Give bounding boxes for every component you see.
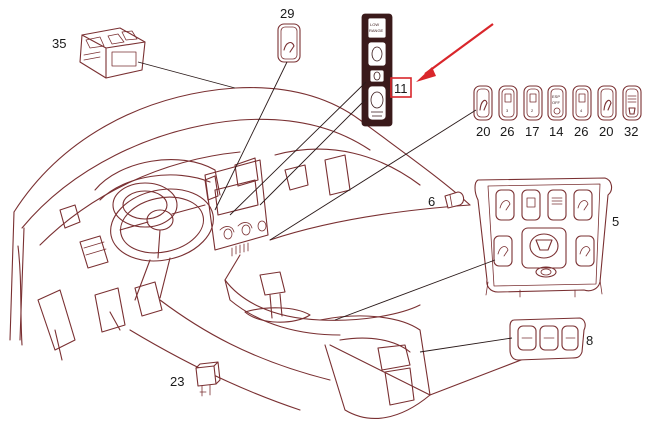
callout-11: 11 [394, 81, 408, 96]
dashboard-illustration [9, 87, 561, 419]
part-29-switch: 29 [277, 6, 301, 63]
switch-row-number: 26 [500, 124, 514, 139]
svg-text:RANGE: RANGE [369, 28, 384, 33]
callout-11-highlight-box [390, 77, 412, 98]
switch-row-number: 32 [624, 124, 638, 139]
part-23-relay: 23 [170, 361, 221, 397]
svg-text:LOW: LOW [370, 22, 379, 27]
switch-row-number: 17 [525, 124, 539, 139]
callout-8: 8 [586, 333, 593, 348]
switch-row-number: 20 [476, 124, 490, 139]
svg-text:4: 4 [580, 108, 583, 113]
callout-35: 35 [52, 36, 66, 51]
svg-text:ESP: ESP [552, 94, 560, 99]
callout-6: 6 [428, 194, 435, 209]
part-8-window-switch: 8 [509, 317, 593, 361]
switch-row-item: 3 [498, 85, 518, 121]
seat-icon [283, 41, 295, 53]
svg-text:OFF: OFF [552, 100, 561, 105]
highlight-arrow [416, 23, 494, 82]
part-5-switch-panel: 5 [474, 177, 619, 298]
part-11-switch-strip: LOW RANGE 11 [361, 13, 412, 127]
switch-row-number: 20 [599, 124, 613, 139]
switch-row-item [597, 85, 617, 121]
switch-row-item [473, 85, 493, 121]
callout-29: 29 [280, 6, 294, 21]
svg-text:2: 2 [531, 108, 534, 113]
part-6-bulb: 6 [428, 191, 465, 209]
switch-row-number: 26 [574, 124, 588, 139]
switch-row-item: 4 [572, 85, 592, 121]
leader-lines [137, 61, 513, 353]
switch-row: 3 2 ESP OFF 4 [473, 85, 642, 139]
svg-text:3: 3 [506, 108, 509, 113]
switch-row-item: 2 [523, 85, 543, 121]
switch-row-item: ESP OFF [547, 85, 567, 121]
switch-row-item [622, 85, 642, 121]
callout-23: 23 [170, 374, 184, 389]
switch-row-number: 14 [549, 124, 563, 139]
callout-5: 5 [612, 214, 619, 229]
part-35-switch-module: 35 [52, 27, 146, 79]
